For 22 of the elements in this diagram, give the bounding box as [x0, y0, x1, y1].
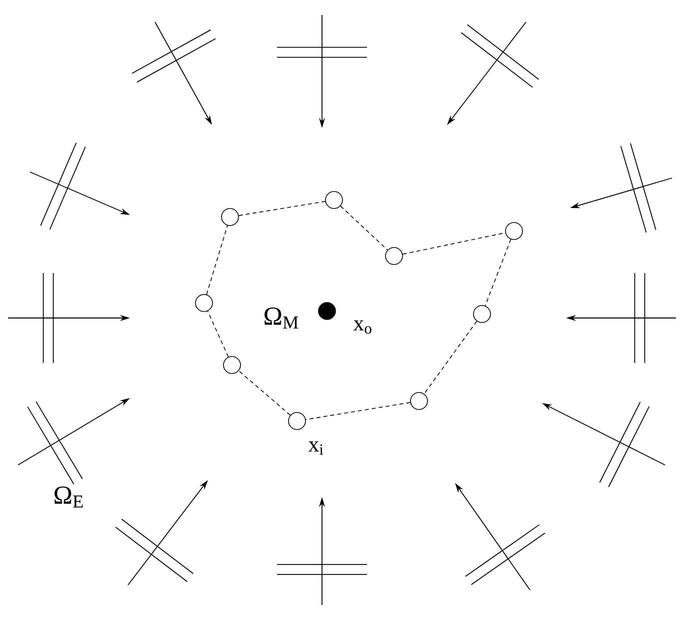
- open-point: [473, 305, 491, 323]
- dashed-line: [207, 310, 229, 358]
- dashed-line: [238, 201, 326, 216]
- open-point: [325, 191, 343, 209]
- dashed-line: [238, 370, 291, 416]
- open-point: [221, 208, 239, 226]
- point-label: x$_{o}$: [353, 320, 372, 334]
- region-label: Ω$_{E}$: [54, 486, 83, 508]
- point-label: x$_{i}$: [308, 441, 324, 455]
- open-point: [385, 247, 403, 265]
- filled-point: [318, 302, 336, 320]
- dashed-line: [206, 225, 228, 295]
- dashed-line: [340, 206, 388, 250]
- open-point: [505, 222, 523, 240]
- dashed-line: [305, 402, 411, 420]
- open-point: [288, 412, 306, 430]
- dashed-line: [484, 238, 512, 306]
- open-point: [223, 356, 241, 374]
- region-label: Ω$_{M}$: [264, 308, 298, 328]
- open-point: [195, 294, 213, 312]
- dashed-line: [424, 320, 478, 394]
- open-point: [410, 392, 428, 410]
